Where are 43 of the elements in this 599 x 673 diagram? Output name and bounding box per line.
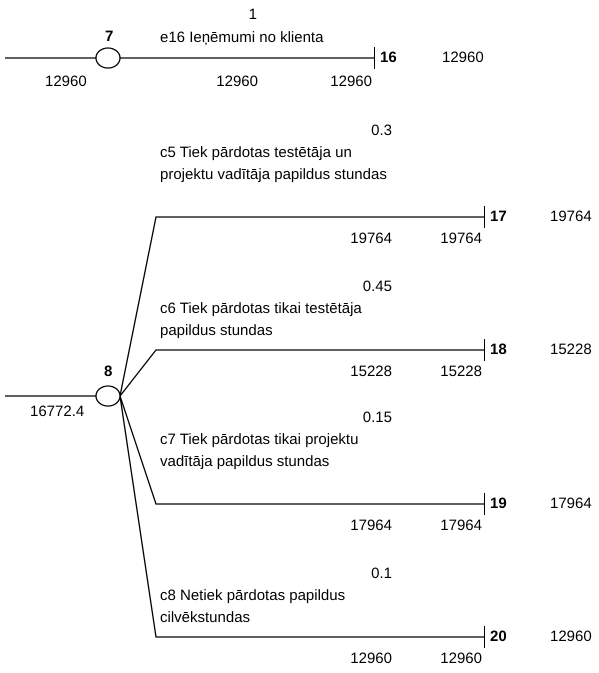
value-label: 15228	[440, 362, 482, 382]
branch-label: c8 Netiek pārdotas papildus cilvēkstundas	[160, 586, 346, 628]
value-label: 19764	[350, 229, 392, 249]
branch-line	[119, 349, 485, 396]
branch-line	[119, 216, 485, 396]
node-number: 7	[105, 27, 114, 47]
payoff-value: 12960	[45, 72, 87, 92]
node-number: 18	[490, 340, 507, 360]
branch-line	[120, 57, 375, 59]
payoff-value: 16772.4	[30, 402, 84, 422]
chance-node-circle	[95, 47, 121, 69]
branch-line	[5, 395, 96, 397]
value-label: 0.45	[362, 277, 392, 297]
branch-label: e16 Ieņēmumi no klienta	[160, 28, 324, 48]
node-number: 20	[490, 627, 507, 647]
node-number: 17	[490, 207, 507, 227]
value-label: 0.15	[362, 408, 392, 428]
value-label: 17964	[350, 516, 392, 536]
value-label: 12960	[330, 72, 372, 92]
payoff-value: 15228	[550, 340, 592, 360]
branch-line	[5, 57, 96, 59]
value-label: 12960	[440, 649, 482, 669]
node-number: 16	[380, 48, 397, 68]
value-label: 17964	[440, 516, 482, 536]
value-label: 1	[248, 5, 257, 25]
node-number: 19	[490, 494, 507, 514]
value-label: 15228	[350, 362, 392, 382]
branch-line	[119, 396, 485, 505]
chance-node-circle	[95, 385, 121, 407]
payoff-value: 12960	[550, 627, 592, 647]
branch-line	[119, 396, 485, 638]
branch-label: c6 Tiek pārdotas tikai testētāja papildus stundas	[160, 299, 363, 341]
node-number: 8	[104, 362, 112, 382]
payoff-value: 12960	[442, 48, 484, 68]
payoff-value: 17964	[550, 494, 592, 514]
branch-label: c5 Tiek pārdotas testētāja un projektu vadītāja papildus stundas	[160, 143, 388, 185]
value-label: 19764	[440, 229, 482, 249]
branch-label: c7 Tiek pārdotas tikai projektu vadītāja papildus stundas	[160, 430, 360, 472]
payoff-value: 19764	[550, 207, 592, 227]
value-label: 12960	[216, 72, 258, 92]
value-label: 0.1	[371, 564, 392, 584]
value-label: 12960	[350, 649, 392, 669]
value-label: 0.3	[371, 121, 392, 141]
